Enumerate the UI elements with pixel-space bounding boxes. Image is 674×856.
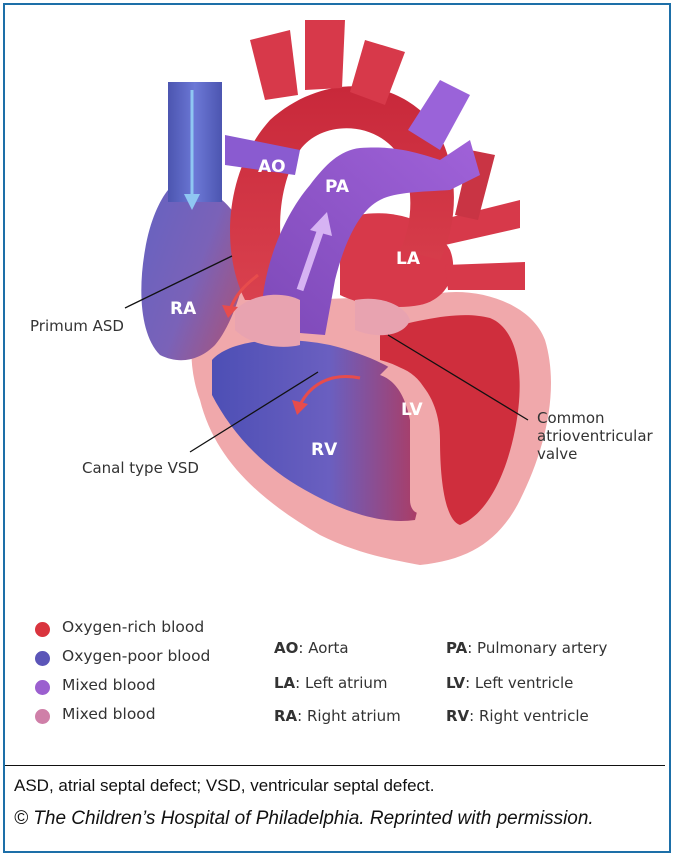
abbr-la-text: : Left atrium [295,674,387,692]
legend-dot-oxygen-poor [35,651,50,666]
abbr-pa-code: PA [446,639,467,657]
caption-divider [5,765,665,766]
abbr-lv-code: LV [446,674,465,692]
abbr-ra-code: RA [274,707,297,725]
abbr-lv-text: : Left ventricle [465,674,573,692]
label-ao: AO [258,157,286,177]
caption-definitions: ASD, atrial septal defect; VSD, ventricu… [14,776,434,796]
callout-common-av-valve-3: valve [537,445,577,463]
abbr-ra: RA: Right atrium [274,707,401,725]
caption-copyright: © The Children’s Hospital of Philadelphi… [14,808,594,830]
abbr-lv: LV: Left ventricle [446,674,573,692]
abbr-ao: AO: Aorta [274,639,349,657]
abbr-la-code: LA [274,674,295,692]
legend-dot-oxygen-rich [35,622,50,637]
abbr-pa: PA: Pulmonary artery [446,639,607,657]
callout-primum-asd: Primum ASD [30,317,124,335]
legend-label-oxygen-poor: Oxygen-poor blood [62,647,210,665]
abbr-pa-text: : Pulmonary artery [467,639,607,657]
callout-canal-vsd: Canal type VSD [82,459,199,477]
abbr-rv-text: : Right ventricle [469,707,589,725]
abbr-la: LA: Left atrium [274,674,388,692]
callout-common-av-valve-2: atrioventricular [537,427,654,445]
label-la: LA [396,249,421,269]
legend-label-oxygen-rich: Oxygen-rich blood [62,618,204,636]
abbr-ao-text: : Aorta [298,639,348,657]
label-rv: RV [311,440,338,460]
abbr-ra-text: : Right atrium [297,707,401,725]
callout-common-av-valve-1: Common [537,409,605,427]
abbr-ao-code: AO [274,639,298,657]
abbr-rv-code: RV [446,707,469,725]
heart-diagram: AO PA LA RA LV RV Primum ASD Canal type … [0,0,674,600]
legend-dot-mixed-purple [35,680,50,695]
legend-label-mixed-purple: Mixed blood [62,676,156,694]
legend-dot-mixed-pink [35,709,50,724]
abbr-rv: RV: Right ventricle [446,707,589,725]
label-lv: LV [401,400,423,420]
legend-label-mixed-pink: Mixed blood [62,705,156,723]
label-ra: RA [170,299,197,319]
label-pa: PA [325,177,350,197]
